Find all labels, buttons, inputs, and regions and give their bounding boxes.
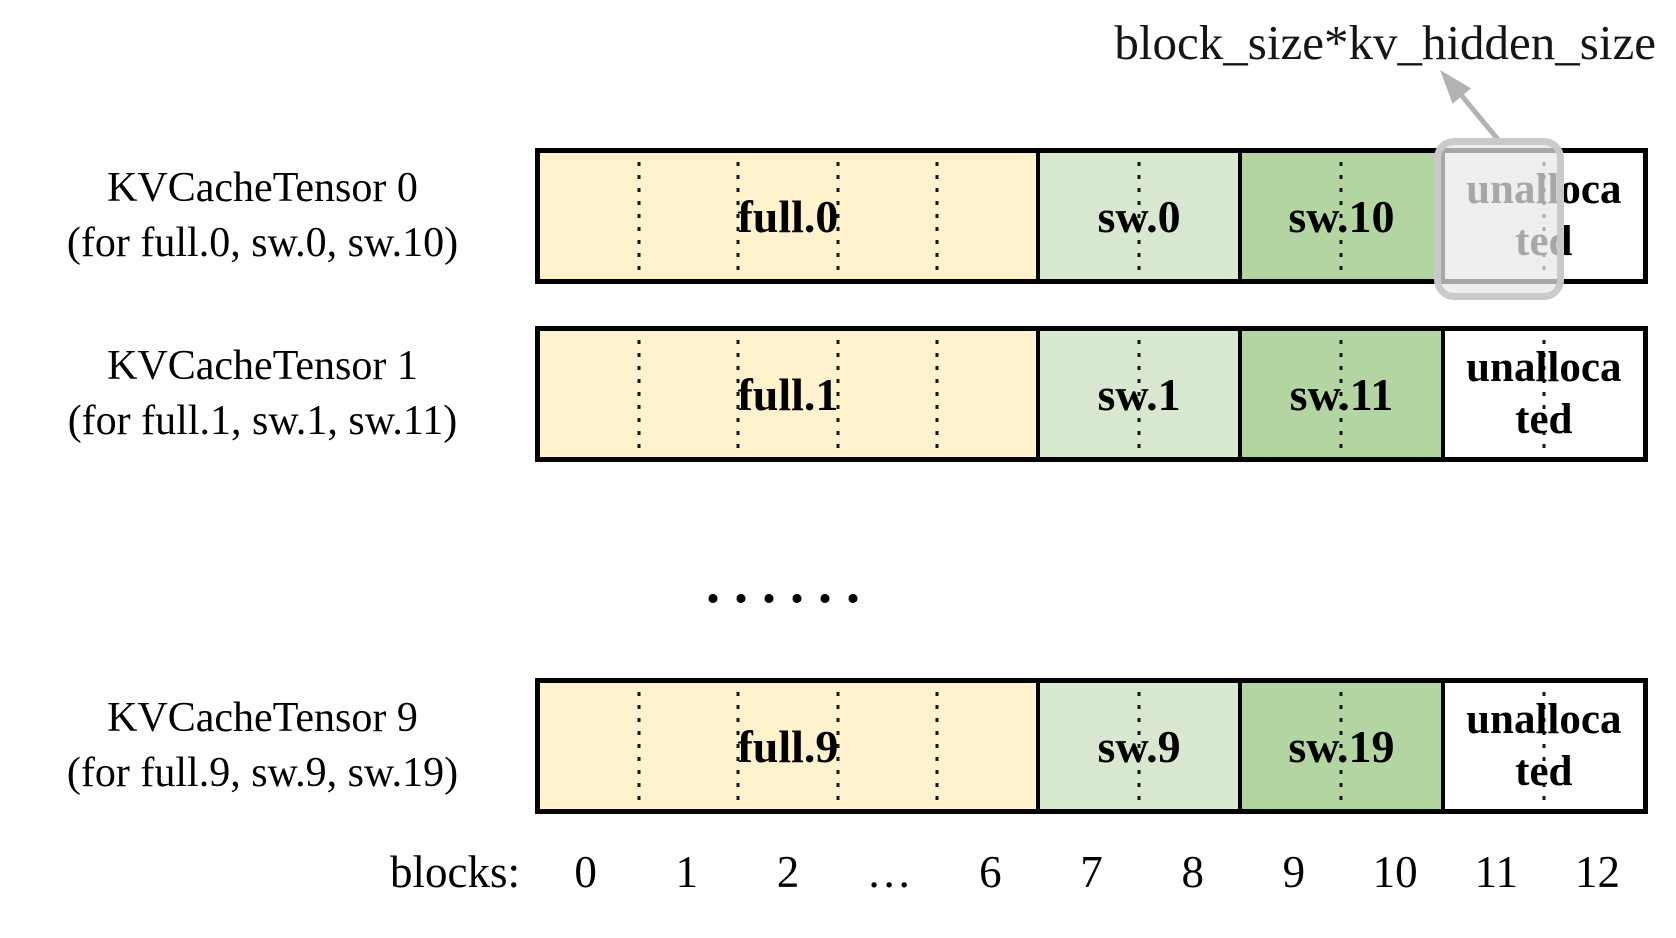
axis-tick-8: 8	[1181, 847, 1204, 897]
block-divider	[1339, 162, 1343, 270]
segment-label-sw-10: sw.10	[1288, 190, 1395, 242]
block-divider	[736, 692, 740, 800]
kv-cache-bar-1: full.1 sw.1 sw.11 unallocated	[535, 326, 1648, 462]
segment-sw-0: sw.0	[1035, 153, 1239, 279]
block-divider	[736, 162, 740, 270]
block-divider	[1137, 692, 1141, 800]
segment-label-full-9: full.9	[737, 720, 839, 772]
segment-full-9: full.9	[540, 683, 1036, 809]
annotation-arrow-icon	[1440, 70, 1502, 144]
block-divider	[836, 162, 840, 270]
tensor-9-scope: (for full.9, sw.9, sw.19)	[66, 750, 459, 796]
tensor-1-label: KVCacheTensor 1 (for full.1, sw.1, sw.11…	[0, 326, 535, 462]
segment-unallocated-9: unallocated	[1440, 683, 1643, 809]
axis-tick-11: 11	[1474, 847, 1518, 897]
block-divider	[935, 692, 939, 800]
segment-label-sw-0: sw.0	[1097, 190, 1181, 242]
axis-tick-ellipsis: …	[866, 847, 912, 897]
tensor-row-9: KVCacheTensor 9 (for full.9, sw.9, sw.19…	[0, 678, 1648, 814]
segment-label-full-0: full.0	[737, 190, 839, 242]
kv-cache-bar-9: full.9 sw.9 sw.19 unallocated	[535, 678, 1648, 814]
axis-tick-0: 0	[574, 847, 597, 897]
block-size-annotation: block_size*kv_hidden_size	[1114, 15, 1656, 70]
tensor-1-scope: (for full.1, sw.1, sw.11)	[67, 398, 458, 444]
block-divider	[1137, 340, 1141, 448]
segment-label-sw-1: sw.1	[1097, 368, 1181, 420]
axis-tick-10: 10	[1372, 847, 1418, 897]
block-divider	[736, 340, 740, 448]
segment-label-full-1: full.1	[737, 368, 839, 420]
tensor-row-1: KVCacheTensor 1 (for full.1, sw.1, sw.11…	[0, 326, 1648, 462]
block-divider	[1542, 692, 1546, 800]
segment-sw-10: sw.10	[1238, 153, 1441, 279]
segment-label-sw-9: sw.9	[1097, 720, 1181, 772]
axis-tick-6: 6	[979, 847, 1002, 897]
highlighted-block-outline	[1434, 138, 1564, 300]
block-divider	[935, 162, 939, 270]
blocks-axis: blocks: 0 1 2 … 6 7 8 9 10 11 12	[390, 846, 1648, 898]
tensor-9-name: KVCacheTensor 9	[107, 694, 418, 741]
ellipsis-dots: ......	[706, 553, 874, 615]
segment-label-sw-11: sw.11	[1289, 368, 1394, 420]
unallocated-label-1: unallocated	[1466, 343, 1622, 443]
block-divider	[1339, 340, 1343, 448]
kv-cache-bar-0: full.0 sw.0 sw.10 unallocated	[535, 138, 1648, 300]
tensor-row-0: KVCacheTensor 0 (for full.0, sw.0, sw.10…	[0, 138, 1648, 300]
block-divider	[637, 162, 641, 270]
tensor-1-name: KVCacheTensor 1	[107, 342, 418, 389]
block-divider	[1339, 692, 1343, 800]
axis-caption: blocks:	[390, 847, 520, 897]
segment-full-0: full.0	[540, 153, 1036, 279]
tensor-0-label: KVCacheTensor 0 (for full.0, sw.0, sw.10…	[0, 148, 535, 284]
axis-tick-12: 12	[1574, 847, 1620, 897]
block-divider	[1137, 162, 1141, 270]
axis-tick-9: 9	[1282, 847, 1306, 897]
axis-tick-1: 1	[675, 847, 699, 897]
block-divider	[637, 692, 641, 800]
segment-unallocated-1: unallocated	[1440, 331, 1643, 457]
tensor-0-name: KVCacheTensor 0	[107, 164, 418, 211]
axis-tick-7: 7	[1080, 847, 1103, 897]
tensor-0-scope: (for full.0, sw.0, sw.10)	[66, 220, 459, 266]
tensor-9-label: KVCacheTensor 9 (for full.9, sw.9, sw.19…	[0, 678, 535, 814]
unallocated-label-9: unallocated	[1466, 695, 1622, 795]
segment-sw-9: sw.9	[1035, 683, 1239, 809]
segment-sw-19: sw.19	[1238, 683, 1441, 809]
block-divider	[836, 340, 840, 448]
segment-full-1: full.1	[540, 331, 1036, 457]
block-divider	[935, 340, 939, 448]
axis-tick-2: 2	[776, 847, 800, 897]
segment-label-sw-19: sw.19	[1288, 720, 1395, 772]
block-divider	[637, 340, 641, 448]
segment-sw-1: sw.1	[1035, 331, 1239, 457]
block-divider	[1542, 340, 1546, 448]
segment-sw-11: sw.11	[1238, 331, 1441, 457]
block-divider	[836, 692, 840, 800]
